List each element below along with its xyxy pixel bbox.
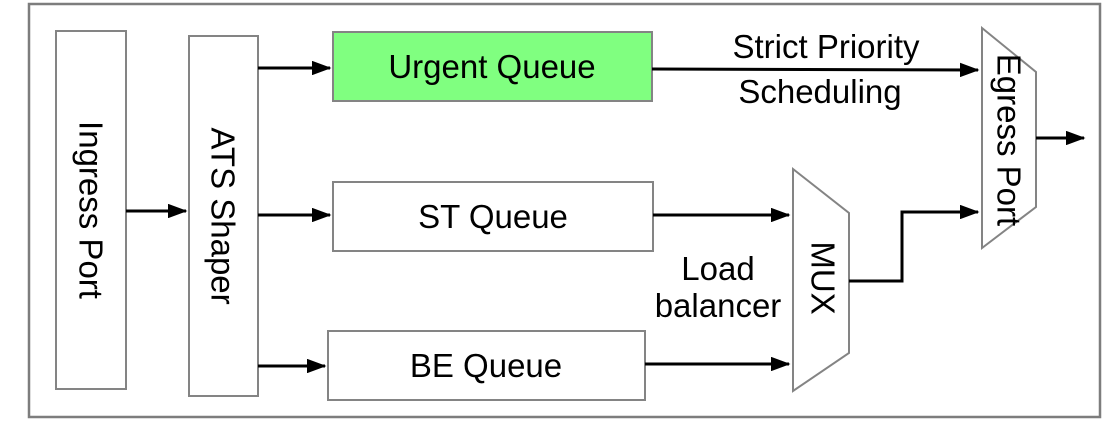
be-queue-label: BE Queue [410,347,562,384]
arrow-urgent-to-egress [651,62,980,78]
st-queue-label: ST Queue [418,198,568,235]
strict-priority-label-line1: Strict Priority [732,28,920,65]
urgent-queue-box [332,31,653,102]
ingress-port-box [55,30,127,390]
ingress-port-label: Ingress Port [73,121,110,299]
strict-priority-label-line2: Scheduling [738,73,901,110]
load-balancer-label-line1: Load [681,250,754,287]
mux-shape [792,166,850,393]
load-balancer-label-line2: balancer [655,287,782,324]
arrow-mux-to-egress [849,204,980,283]
ats-shaper-box [188,35,259,397]
egress-port-shape [981,25,1037,251]
st-queue-box [332,181,654,252]
diagram-border [27,2,1102,419]
egress-port-label: Egress Port [991,54,1028,226]
be-queue-box [327,330,646,401]
mux-label: MUX [805,241,842,314]
ats-shaper-label: ATS Shaper [205,127,242,304]
urgent-queue-label: Urgent Queue [388,48,595,85]
